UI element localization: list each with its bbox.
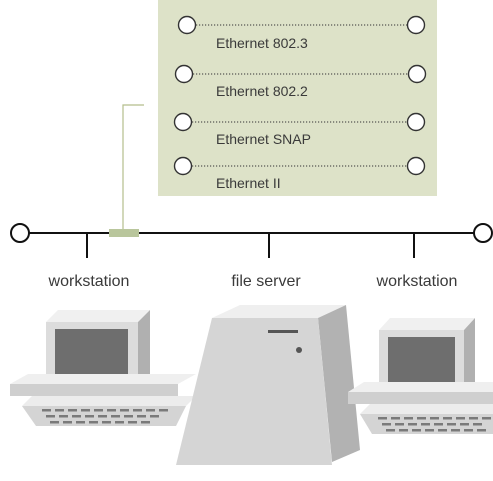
keyboard-keys (378, 417, 491, 432)
monitor-screen (55, 329, 128, 376)
node-label-file-server: file server (231, 273, 301, 290)
node-label-workstation-left: workstation (48, 273, 130, 290)
network-bus (10, 223, 493, 258)
frame-type-label: Ethernet II (216, 175, 281, 191)
frame-type-row: Ethernet SNAP (173, 112, 426, 147)
frame-type-label: Ethernet 802.2 (216, 83, 308, 99)
keyboard-keys (42, 409, 168, 424)
monitor-screen (388, 337, 455, 382)
port-circle-left (177, 15, 197, 35)
bus-terminator-right (473, 223, 493, 243)
leader-line (122, 104, 144, 230)
drive-slot (268, 330, 298, 333)
port-circle-right (406, 156, 426, 176)
port-circle-left (173, 112, 193, 132)
bus-connector (109, 229, 139, 237)
bus-terminator-left (10, 223, 30, 243)
frame-type-row: Ethernet 802.2 (174, 64, 427, 99)
frame-type-label: Ethernet 802.3 (216, 35, 308, 51)
port-circle-right (407, 64, 427, 84)
frame-types-panel: Ethernet 802.3 Ethernet 802.2 Ethernet S… (158, 0, 437, 196)
workstation-icon (10, 310, 196, 426)
frame-type-label: Ethernet SNAP (216, 131, 311, 147)
port-circle-right (406, 15, 426, 35)
frame-types-panel-background (158, 0, 437, 196)
workstation-icon (348, 318, 493, 434)
port-circle-left (173, 156, 193, 176)
power-light (296, 347, 302, 353)
file-server-icon (176, 305, 360, 465)
frame-type-row: Ethernet 802.3 (177, 15, 426, 51)
port-circle-left (174, 64, 194, 84)
frame-type-row: Ethernet II (173, 156, 426, 191)
port-circle-right (406, 112, 426, 132)
node-label-workstation-right: workstation (376, 273, 458, 290)
